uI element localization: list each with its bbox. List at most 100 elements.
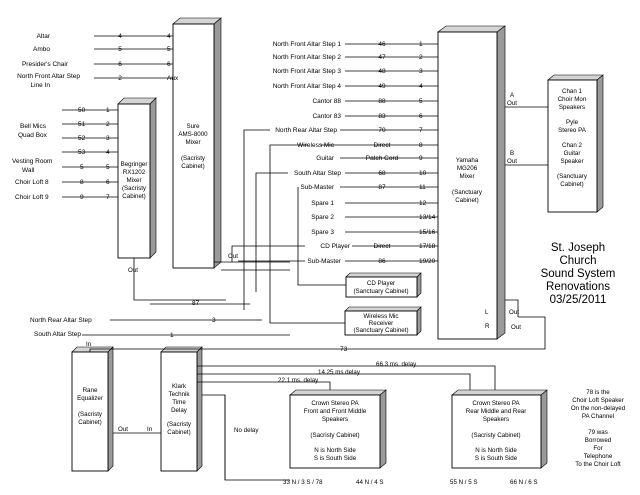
note-line: Choir Loft Speaker	[572, 397, 624, 404]
behringer-port: 1	[106, 107, 110, 114]
yamaha-input-label: South Altar Step	[294, 170, 341, 177]
left-input-port: Aux	[167, 75, 179, 82]
device-text: Rane	[83, 387, 98, 394]
no-delay-label: No delay	[234, 427, 259, 434]
yamaha-input-port: 7	[419, 127, 423, 134]
yamaha-input-port: 15/16	[419, 229, 436, 236]
delay-66-label: 66.3 ms. delay	[376, 361, 417, 368]
yamaha-input-label: North Rear Altar Step	[275, 127, 337, 134]
device-text: N is North Side	[475, 447, 517, 454]
yamaha-input-wire: 87	[378, 184, 386, 191]
device-text: RX1202	[123, 169, 146, 176]
device-text: Rear Middle and Rear	[466, 408, 527, 415]
device-text: (Sanctuary	[557, 173, 588, 180]
device-text: Pyle	[566, 119, 579, 126]
behringer-wire: 52	[78, 135, 86, 142]
yamaha-input-port: 11	[419, 184, 426, 191]
rane-out: Out	[118, 426, 128, 433]
choir-loft-note: 78 is the Choir Loft Speaker On the non-…	[571, 389, 626, 468]
note-line: Borrowed	[585, 437, 612, 444]
yamaha-input-label: CD Player	[320, 243, 350, 250]
yamaha-port-b: B	[510, 150, 514, 157]
device-text: (Sacristy	[181, 155, 206, 162]
yamaha-input-label: Sub-Master	[300, 184, 334, 191]
behringer-port: 5	[106, 164, 110, 171]
yamaha-input-wire: 86	[378, 258, 386, 265]
behringer-group-label: Choir Loft 8	[15, 179, 49, 186]
behringer-port: 7	[106, 194, 110, 201]
yamaha-input-port: 10	[419, 170, 427, 177]
cd-player-box	[345, 272, 422, 298]
yamaha-input-wire: 68	[378, 170, 386, 177]
device-text: N is North Side	[314, 447, 356, 454]
note-line: For	[593, 445, 602, 452]
title-line: St. Joseph	[551, 242, 605, 254]
device-text: Speakers	[483, 416, 509, 423]
cd-player-label: CD Player (Sanctuary Cabinet)	[353, 280, 408, 295]
device-text: (Sanctuary	[452, 189, 483, 196]
device-text: S is South Side	[475, 455, 518, 462]
device-text: (Sacristy	[167, 421, 192, 428]
crown2-label: Crown Stereo PA Rear Middle and Rear Spe…	[466, 400, 527, 462]
device-text: (Sanctuary Cabinet)	[353, 288, 408, 295]
title-line: Church	[559, 255, 596, 267]
yamaha-input-wire: Direct	[374, 243, 391, 250]
lower-left-wire: 1	[170, 332, 174, 339]
note-line: Telephone	[584, 453, 613, 460]
device-text: CD Player	[367, 280, 395, 287]
yamaha-input-label: Guitar	[316, 155, 335, 162]
device-text: Choir Mon	[558, 96, 587, 103]
device-text: Mixer	[126, 177, 141, 184]
note-line: PA Channel	[582, 413, 614, 420]
device-text: (Sacristy Cabinet)	[471, 432, 520, 439]
lower-left-label: South Altar Step	[34, 331, 81, 338]
speakers-box	[547, 74, 604, 213]
left-inputs: Altar 4 4 Ambo 5 5 Presider's Chair 6 6 …	[17, 33, 179, 89]
left-input-label: Altar	[37, 33, 51, 40]
yamaha-input-port: 13/14	[419, 214, 436, 221]
delay-22-label: 22.1 ms. delay	[278, 377, 319, 384]
behringer-group-label: Wall	[22, 167, 35, 174]
yamaha-input-label: Cantor 88	[312, 98, 341, 105]
yamaha-port-a-out: Out	[507, 100, 517, 107]
behringer-wire: 9	[80, 194, 84, 201]
behringer-wire: 8	[80, 179, 84, 186]
shure-label: Sure AMS-8000 Mixer (Sacristy Cabinet) O…	[178, 123, 238, 260]
yamaha-input-port: 17/18	[419, 243, 436, 250]
behringer-port: 6	[106, 179, 110, 186]
shure-out: Out	[228, 253, 238, 260]
yamaha-input-label: Cantor 83	[312, 113, 341, 120]
yamaha-input-port: 4	[419, 83, 423, 90]
device-text: Chan 2	[562, 142, 583, 149]
yamaha-input-label: Spare 3	[311, 229, 334, 236]
yamaha-mixer-box	[437, 25, 506, 340]
yamaha-input-label: Spare 2	[311, 214, 334, 221]
yamaha-input-wire: 88	[378, 98, 386, 105]
yamaha-input-port: 9	[419, 155, 423, 162]
device-text: Front and Front Middle	[304, 408, 367, 415]
note-line: To the Choir Loft	[575, 461, 621, 468]
wire-label-87: 87	[192, 300, 200, 307]
left-input-wire: 2	[118, 75, 122, 82]
behringer-wire: 51	[78, 121, 86, 128]
left-input-port: 5	[167, 46, 171, 53]
wireless-label: Wireless Mic Receiver (Sanctuary Cabinet…	[353, 313, 408, 334]
yamaha-input-port: 8	[419, 142, 423, 149]
left-input-wire: 6	[118, 61, 122, 68]
note-line: On the non-delayed	[571, 405, 626, 412]
device-text: Stereo PA	[558, 127, 587, 134]
device-text: Time	[172, 399, 186, 406]
yamaha-input-wire: 83	[378, 113, 386, 120]
device-text: Receiver	[369, 320, 393, 327]
lower-left-label: North Rear Altar Step	[30, 317, 92, 324]
note-line: 79 was	[588, 429, 608, 436]
device-text: (Sacristy	[122, 185, 147, 192]
title-line: 03/25/2011	[550, 294, 607, 306]
left-input-wire: 5	[118, 46, 122, 53]
bottom-label: 33 N / 3 S / 78	[283, 479, 323, 486]
klark-label: Klark Technik Time Delay (Sacristy Cabin…	[147, 383, 192, 436]
diagram-title: St. Joseph Church Sound System Renovatio…	[541, 242, 616, 306]
device-text: AMS-8000	[178, 131, 208, 138]
